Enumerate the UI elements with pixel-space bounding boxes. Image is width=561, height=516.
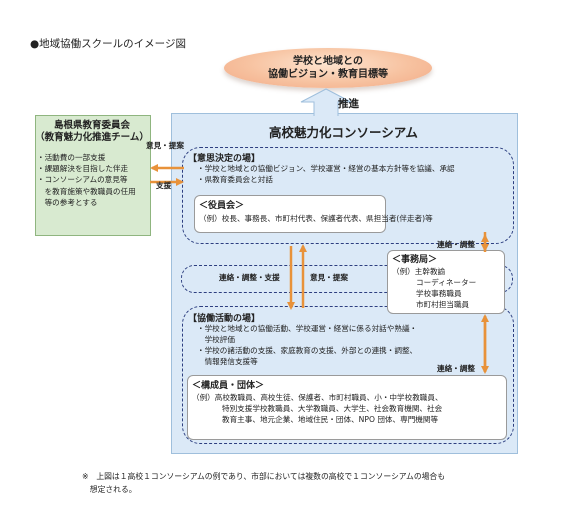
collaboration-item: ・学校の諸活動の支援、家庭教育の支援、外部との連携・調整、: [197, 346, 418, 355]
collaboration-heading: 【協働活動の場】: [188, 314, 261, 324]
members-line: （例）高校教職員、高校生徒、保護者、市町村職員、小・中学校教職員、: [192, 393, 443, 402]
collaboration-item: 情報発信支援等: [197, 357, 258, 366]
board-item: ・課題解決を目指した伴走: [37, 164, 129, 174]
collaboration-item: ・学校と地域との協働活動、学校運営・経営に係る対話や熟議・: [197, 324, 418, 333]
collaboration-area: [182, 306, 514, 444]
liaison-top-label: 連絡・調整: [437, 240, 475, 249]
goal-line1: 学校と地域との: [293, 56, 363, 67]
decision-item-list: ・学校と地域との協働ビジョン、学校運営・経営の基本方針等を協議、承認 ・県教育委…: [197, 163, 455, 185]
footnote: ※ 上図は１高校１コンソーシアムの例であり、市部においては複数の高校で１コンソー…: [82, 470, 445, 496]
consortium-title: 高校魅力化コンソーシアム: [269, 125, 418, 140]
push-label: 推進: [338, 98, 359, 110]
support-label: 支援: [156, 181, 172, 190]
goal-ellipse: 学校と地域との 協働ビジョン・教育目標等: [224, 48, 432, 88]
secretariat-line: （例）主幹教諭: [392, 267, 446, 276]
members-line: 特別支援学校教職員、大学教職員、大学生、社会教育機関、社会: [222, 404, 443, 413]
board-item: 等の参考とする: [37, 197, 98, 207]
decision-item: ・県教育委員会と対話: [197, 175, 273, 184]
executive-board-members: （例）校長、事務長、市町村代表、保護者代表、県担当者(伴走者)等: [199, 214, 433, 223]
secretariat-box: [387, 250, 505, 314]
secretariat-line: 学校事務職員: [416, 289, 462, 298]
liaison-bottom-label: 連絡・調整: [437, 364, 475, 373]
board-title-line1: 島根県教育委員会: [53, 120, 130, 131]
collaboration-item-list: ・学校と地域との協働活動、学校運営・経営に係る対話や熟議・ 学校評価 ・学校の諸…: [197, 323, 417, 367]
decision-heading: 【意思決定の場】: [188, 154, 261, 164]
members-heading: ＜構成員・団体＞: [192, 381, 265, 391]
members-box: [187, 375, 507, 440]
secretariat-heading: ＜事務局＞: [392, 255, 438, 265]
board-item: ・活動費の一部支援: [37, 153, 106, 162]
executive-board-box: [194, 195, 386, 233]
goal-line2: 協働ビジョン・教育目標等: [268, 69, 388, 80]
executive-board-heading: ＜役員会＞: [199, 201, 245, 211]
decision-item: ・学校と地域との協働ビジョン、学校運営・経営の基本方針等を協議、承認: [197, 164, 455, 173]
figure-title: ●地域協働スクールのイメージ図: [30, 38, 186, 50]
push-arrow: [300, 88, 352, 116]
board-item: を教育施策や教職員の任用: [37, 186, 136, 196]
secretariat-line: コーディネーター: [416, 278, 477, 287]
liaison-band: [181, 265, 513, 293]
secretariat-line: 市町村担当職員: [416, 300, 470, 309]
board-item-list: ・活動費の一部支援 ・課題解決を目指した伴走 ・コンソーシアムの意見等 を教育施…: [37, 152, 149, 208]
opinion-mid-label: 意見・提案: [310, 273, 348, 282]
board-item: ・コンソーシアムの意見等: [37, 175, 128, 185]
collaboration-item: 学校評価: [197, 335, 235, 344]
footnote-line1: ※ 上図は１高校１コンソーシアムの例であり、市部においては複数の高校で１コンソー…: [82, 472, 446, 481]
board-of-education-box: [35, 115, 151, 236]
opinion-label: 意見・提案: [146, 141, 184, 150]
footnote-line2: 想定される。: [82, 485, 137, 494]
liaison-mid-label: 連絡・調整・支援: [219, 273, 280, 282]
decision-area: [182, 147, 514, 244]
members-line: 教育主事、地元企業、地域住民・団体、NPO 団体、専門機関等: [222, 415, 439, 424]
board-title: 島根県教育委員会 （教育魅力化推進チーム）: [35, 120, 149, 144]
board-title-line2: （教育魅力化推進チーム）: [35, 132, 149, 143]
